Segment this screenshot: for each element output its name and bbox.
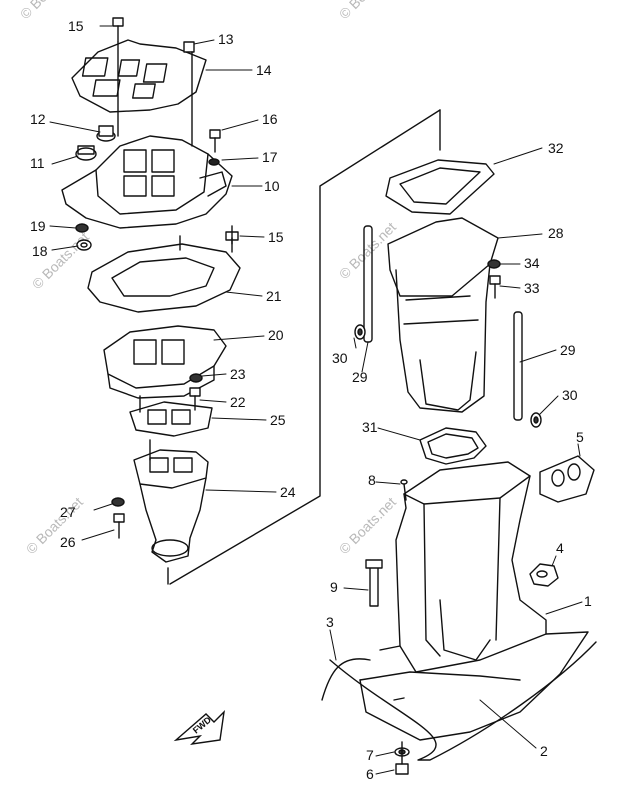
callout-29-left: 29 — [352, 369, 368, 385]
watermark-top-right: © Boats.net — [336, 0, 399, 22]
pin-8 — [400, 479, 408, 501]
forward-arrow: FWD — [173, 710, 225, 745]
fitting-12 — [96, 125, 116, 142]
callout-13: 13 — [218, 31, 234, 47]
rail-29-right — [513, 311, 523, 421]
callout-11: 11 — [30, 155, 45, 171]
washer-23 — [189, 373, 203, 383]
callout-5: 5 — [576, 429, 584, 445]
gasket-32 — [385, 159, 495, 215]
callout-15-side: 15 — [268, 229, 284, 245]
gasket-21 — [87, 243, 241, 313]
nut-30-left — [354, 324, 366, 340]
nut-18 — [76, 239, 92, 251]
callout-20: 20 — [268, 327, 284, 343]
bolt-22 — [189, 387, 201, 411]
callout-23: 23 — [230, 366, 246, 382]
exhaust-pipe-24 — [133, 449, 209, 563]
callout-1: 1 — [584, 593, 592, 609]
gasket-25 — [129, 401, 213, 437]
knob-4 — [529, 563, 559, 587]
bolt-33 — [489, 275, 501, 299]
callout-22: 22 — [230, 394, 246, 410]
callout-30-right: 30 — [562, 387, 578, 403]
callout-17: 17 — [262, 149, 278, 165]
callout-14: 14 — [256, 62, 272, 78]
callout-31: 31 — [362, 419, 378, 435]
upper-casing-1 — [359, 461, 589, 741]
callout-2: 2 — [540, 743, 548, 759]
washer-27 — [111, 497, 125, 507]
exhaust-manifold-20 — [103, 325, 227, 399]
callout-27: 27 — [60, 504, 76, 520]
bolt-6 — [395, 741, 409, 775]
callout-7: 7 — [366, 747, 374, 763]
callout-8: 8 — [368, 472, 376, 488]
exhaust-guide-10 — [61, 135, 233, 229]
washer-19 — [75, 223, 89, 233]
callout-16: 16 — [262, 111, 278, 127]
leader-lines — [49, 25, 583, 775]
leader-guides-left — [117, 41, 441, 585]
seal-31 — [419, 427, 487, 465]
callout-28: 28 — [548, 225, 564, 241]
callout-10: 10 — [264, 178, 280, 194]
callout-18: 18 — [32, 243, 48, 259]
callout-26: 26 — [60, 534, 76, 550]
callout-24: 24 — [280, 484, 296, 500]
nut-30-right — [530, 412, 542, 428]
bolt-9 — [365, 559, 383, 607]
oil-pan-28 — [387, 217, 499, 413]
callout-15-top: 15 — [68, 18, 84, 34]
callout-6: 6 — [366, 766, 374, 782]
seal-strip-2 — [329, 641, 597, 761]
grommet-5 — [539, 455, 595, 503]
callout-32: 32 — [548, 140, 564, 156]
watermark-mid-right: © Boats.net — [336, 219, 399, 282]
bolt-26 — [113, 513, 125, 539]
callout-19: 19 — [30, 218, 46, 234]
callout-33: 33 — [524, 280, 540, 296]
callout-21: 21 — [266, 288, 282, 304]
watermark-low-left: © Boats.net — [23, 494, 86, 557]
callout-labels: 15 13 14 12 16 11 17 10 19 15 18 21 20 2… — [30, 18, 592, 782]
callout-3: 3 — [326, 614, 334, 630]
washer-34 — [487, 259, 501, 269]
callout-30-left: 30 — [332, 350, 348, 366]
callout-9: 9 — [330, 579, 338, 595]
callout-4: 4 — [556, 540, 564, 556]
callout-12: 12 — [30, 111, 46, 127]
bolt-15-top — [112, 17, 124, 43]
plug-13 — [183, 41, 195, 53]
callout-29-right: 29 — [560, 342, 576, 358]
bolt-16 — [209, 129, 221, 153]
fitting-11 — [75, 145, 97, 161]
callout-34: 34 — [524, 255, 540, 271]
watermark-low-right: © Boats.net — [336, 494, 399, 557]
washer-17 — [208, 158, 220, 166]
callout-25: 25 — [270, 412, 286, 428]
watermark-mid-left: © Boats.net — [29, 229, 92, 292]
